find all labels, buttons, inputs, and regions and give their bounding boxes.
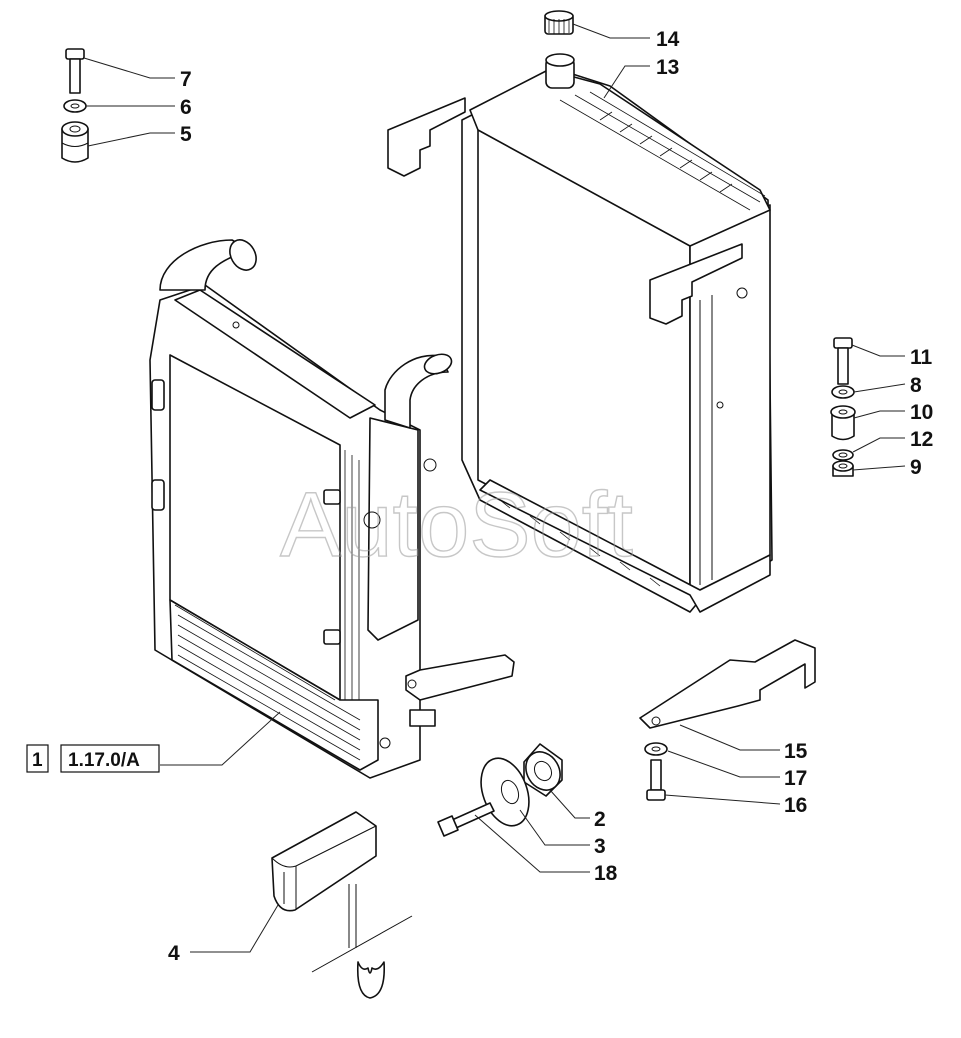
seal-4 — [271, 811, 413, 999]
callout-16: 16 — [784, 794, 807, 817]
reference-index-box — [26, 744, 49, 773]
callout-13: 13 — [656, 56, 679, 79]
reference-code[interactable]: 1.17.0/A — [68, 750, 140, 771]
washer-12 — [832, 449, 854, 461]
watermark: AutoSoft — [280, 474, 633, 576]
callout-18: 18 — [594, 862, 618, 885]
callout-11: 11 — [910, 346, 933, 369]
radiator-cap — [544, 10, 574, 35]
callout-15: 15 — [784, 740, 808, 763]
bushing-10 — [830, 405, 856, 441]
callout-8: 8 — [910, 374, 922, 397]
callout-2: 2 — [594, 808, 606, 831]
washer-8 — [831, 385, 855, 399]
callout-6: 6 — [180, 96, 192, 119]
bushing-5 — [61, 121, 89, 163]
radiator — [387, 53, 773, 613]
reference-box: 1 1.17.0/A — [26, 744, 160, 773]
bolt-11 — [833, 337, 853, 385]
callout-5: 5 — [180, 123, 192, 146]
intercooler — [149, 239, 515, 779]
callout-9: 9 — [910, 456, 922, 479]
bracket-15 — [639, 639, 816, 729]
bushing-2 — [523, 743, 563, 797]
callout-17: 17 — [784, 767, 807, 790]
reference-index: 1 — [32, 750, 43, 771]
callout-labels: 7 6 5 14 13 11 8 10 12 9 15 17 16 2 3 18… — [168, 28, 933, 965]
bolt-18 — [437, 802, 495, 837]
callout-3: 3 — [594, 835, 606, 858]
washer-17 — [644, 742, 668, 756]
callout-7: 7 — [180, 68, 192, 91]
nut-9 — [832, 460, 854, 477]
callout-12: 12 — [910, 428, 933, 451]
callout-10: 10 — [910, 401, 933, 424]
reference-code-box[interactable] — [60, 744, 160, 773]
washer-6 — [63, 99, 87, 113]
bolt-16 — [646, 759, 666, 801]
callout-4: 4 — [168, 942, 180, 965]
bolt-7 — [65, 48, 85, 94]
leader-lines — [83, 23, 906, 953]
callout-14: 14 — [656, 28, 680, 51]
